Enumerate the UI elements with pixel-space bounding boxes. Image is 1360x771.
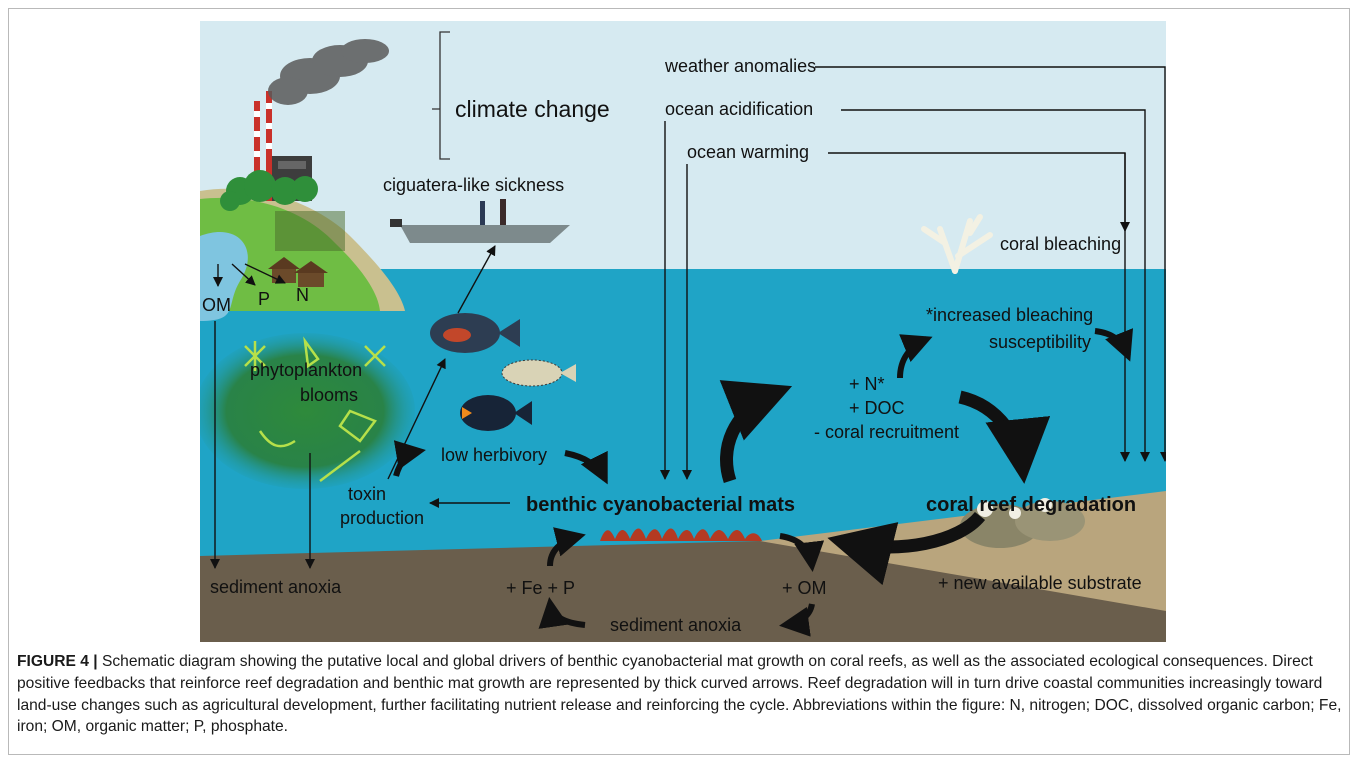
thick-arrow-nutrients-to-reef bbox=[958, 390, 1051, 484]
thick-arrow-fe-to-mat bbox=[547, 527, 586, 567]
coral-rubble-icon bbox=[960, 498, 1085, 548]
label-ocean-warming: ocean warming bbox=[687, 142, 809, 162]
label-reef-degradation: coral reef degradation bbox=[926, 494, 1136, 516]
label-low-herbivory: low herbivory bbox=[441, 445, 547, 465]
label-new-substrate: + new available substrate bbox=[938, 573, 1142, 593]
label-p: P bbox=[258, 289, 270, 309]
label-ciguatera: ciguatera-like sickness bbox=[383, 175, 564, 195]
fishing-boat bbox=[390, 199, 570, 243]
label-n: N bbox=[296, 285, 309, 305]
bleached-coral-icon bbox=[921, 214, 993, 274]
label-om: OM bbox=[202, 295, 231, 315]
arrow-to-n bbox=[244, 263, 286, 284]
label-blooms: blooms bbox=[300, 385, 358, 405]
label-plus-om: + OM bbox=[782, 578, 827, 598]
label-toxin: toxin bbox=[348, 484, 386, 504]
label-ocean-acidification: ocean acidification bbox=[665, 99, 813, 119]
label-phytoplankton: phytoplankton bbox=[250, 360, 362, 380]
label-weather-anomalies: weather anomalies bbox=[664, 56, 816, 76]
phytoplankton-bloom bbox=[200, 333, 415, 489]
thick-arrow-herbivory-to-mats bbox=[564, 450, 608, 485]
label-sediment-anoxia-bottom: sediment anoxia bbox=[610, 615, 742, 635]
surgeonfish-icon bbox=[460, 395, 532, 431]
figure-frame: weather anomalies ocean acidification oc… bbox=[8, 8, 1350, 755]
thick-arrow-mat-to-om bbox=[779, 533, 825, 572]
cyanobacterial-mat bbox=[600, 528, 762, 541]
thick-arrow-reef-to-mats bbox=[827, 511, 986, 586]
label-coral-bleaching: coral bleaching bbox=[1000, 234, 1121, 254]
thick-arrow-nutrients-to-susceptibility bbox=[897, 334, 933, 379]
caption-label: FIGURE 4 | bbox=[17, 653, 98, 670]
label-production: production bbox=[340, 508, 424, 528]
arrow-weather-to-reef bbox=[815, 66, 1166, 462]
label-fe-p: + Fe + P bbox=[506, 578, 575, 598]
grouper-icon bbox=[501, 359, 576, 387]
plankton-cells bbox=[244, 336, 386, 482]
label-doc: + DOC bbox=[849, 398, 905, 418]
thick-arrow-mats-to-nutrients bbox=[719, 380, 793, 484]
thick-arrow-anoxia-to-fe bbox=[538, 597, 586, 629]
smoke-cloud bbox=[268, 39, 389, 105]
label-sediment-anoxia-left: sediment anoxia bbox=[210, 577, 342, 597]
parrotfish-icon bbox=[430, 313, 520, 353]
label-susceptibility: susceptibility bbox=[989, 332, 1091, 352]
label-coral-recruitment: - coral recruitment bbox=[814, 422, 959, 442]
trees-icon bbox=[220, 170, 318, 211]
thick-arrow-susceptibility-to-reef bbox=[1094, 328, 1134, 362]
diagram-canvas: weather anomalies ocean acidification oc… bbox=[200, 21, 1166, 642]
thick-arrow-toxin-to-herbivory bbox=[393, 440, 426, 477]
arrow-acid-to-reef bbox=[841, 109, 1150, 462]
label-climate-change: climate change bbox=[455, 96, 610, 122]
climate-bracket bbox=[432, 31, 450, 160]
label-n-star: + N* bbox=[849, 374, 885, 394]
arrow-fish-to-sickness bbox=[457, 245, 496, 314]
label-benthic-mats: benthic cyanobacterial mats bbox=[526, 494, 795, 516]
thick-arrow-om-to-anoxia bbox=[779, 603, 815, 637]
arrow-to-p bbox=[231, 263, 256, 286]
caption-text: Schematic diagram showing the putative l… bbox=[17, 653, 1342, 736]
figure-caption: FIGURE 4 | Schematic diagram showing the… bbox=[17, 651, 1347, 738]
label-increased-bleaching: *increased bleaching bbox=[926, 305, 1093, 325]
